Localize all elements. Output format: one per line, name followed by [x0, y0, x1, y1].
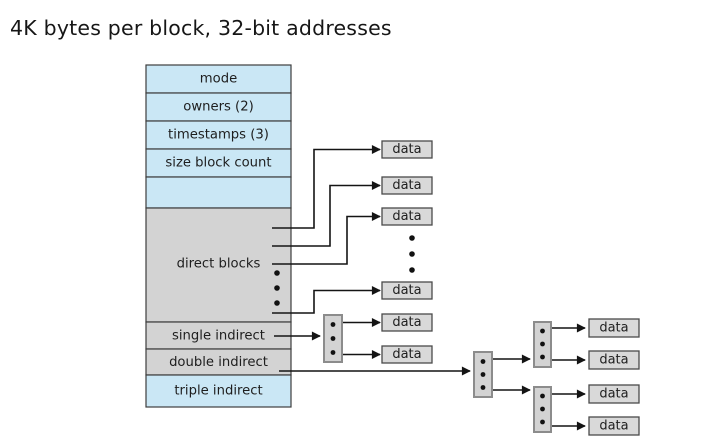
size-block-count-label: size block count [165, 156, 271, 171]
data-box-label: data [599, 419, 628, 434]
dot [540, 419, 545, 425]
inode-row-triple-indirect [145, 374, 292, 408]
single-indirect-label: single indirect [172, 329, 265, 344]
data-box-direct-2 [381, 176, 433, 195]
dot [480, 385, 486, 390]
data-box-single-2 [381, 345, 433, 364]
inode-row-mode [145, 64, 292, 94]
timestamps-label: timestamps (3) [168, 128, 269, 143]
data-box-single-1 [381, 313, 433, 332]
double-indirect-block-l2-top [533, 321, 552, 368]
inode-row-owners [145, 92, 292, 122]
data-box-label: data [599, 321, 628, 336]
dot [540, 393, 545, 399]
inode-table: mode owners (2) timestamps (3) size bloc… [145, 64, 292, 408]
dot [274, 270, 280, 276]
ellipsis-direct-blocks [274, 270, 280, 306]
arrow-direct-block-4 [272, 286, 381, 314]
inode-row-reserved [145, 176, 292, 209]
data-box-label: data [392, 178, 421, 193]
dot [480, 359, 486, 364]
data-box-double-1 [588, 318, 640, 338]
single-indirect-block [323, 314, 343, 363]
inode-row-timestamps [145, 120, 292, 150]
pointer-arrows [272, 145, 586, 431]
data-box-label: data [392, 283, 421, 298]
double-indirect-block-l1 [473, 351, 493, 398]
arrow-direct-block-2 [272, 181, 381, 247]
data-box-double-3 [588, 384, 640, 404]
double-indirect-label: double indirect [169, 355, 268, 370]
dot [409, 235, 415, 241]
dot [540, 328, 545, 334]
diagram-title: 4K bytes per block, 32-bit addresses [10, 16, 392, 40]
direct-and-single-data-column: data data data data data data [381, 140, 433, 364]
mode-label: mode [200, 72, 237, 87]
arrow-direct-block-3 [272, 212, 381, 265]
dot [409, 251, 415, 257]
dot [274, 300, 280, 306]
arrow-direct-block-1 [272, 145, 381, 229]
dot [330, 322, 336, 327]
dot [540, 354, 545, 360]
double-indirect-data-column: data data data data [588, 318, 640, 436]
owners-label: owners (2) [183, 100, 254, 115]
data-box-double-2 [588, 350, 640, 370]
dot [540, 341, 545, 347]
dot [330, 336, 336, 341]
dot [330, 350, 336, 355]
data-box-label: data [392, 142, 421, 157]
dot [540, 406, 545, 412]
data-box-label: data [392, 315, 421, 330]
direct-blocks-label: direct blocks [177, 257, 261, 272]
dot [274, 285, 280, 291]
data-box-label: data [392, 347, 421, 362]
dot [480, 372, 486, 377]
data-box-direct-4 [381, 281, 433, 300]
triple-indirect-label: triple indirect [174, 384, 262, 399]
data-box-direct-1 [381, 140, 433, 159]
data-box-label: data [392, 209, 421, 224]
data-box-direct-3 [381, 207, 433, 226]
data-box-double-4 [588, 416, 640, 436]
inode-row-double-indirect [145, 348, 292, 376]
dot [409, 267, 415, 273]
double-indirect-block-l2-bottom [533, 386, 552, 433]
data-box-label: data [599, 353, 628, 368]
ellipsis-data-column [409, 235, 415, 273]
data-box-label: data [599, 387, 628, 402]
